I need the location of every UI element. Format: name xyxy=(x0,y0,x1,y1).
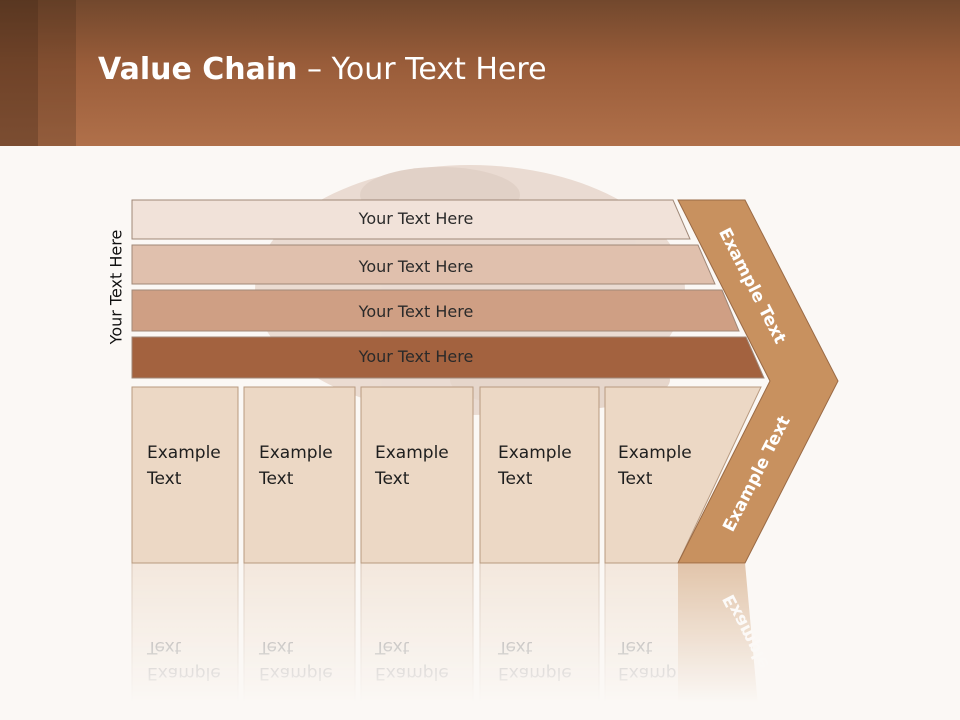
reflection-box-line1: Example xyxy=(375,663,449,683)
reflection-box-shape xyxy=(243,562,356,720)
primary-box-line1: Example xyxy=(498,443,572,463)
primary-box-shape xyxy=(243,386,356,564)
primary-box-line1: Example xyxy=(375,443,449,463)
reflection-box-line2: Text xyxy=(146,637,182,657)
reflection-box-line1: Example xyxy=(498,663,572,683)
reflection-box-line1: Example xyxy=(618,663,692,683)
header-banner: Value Chain – Your Text Here xyxy=(0,0,960,146)
support-bar-label: Your Text Here xyxy=(358,347,474,366)
reflection: Example Text Example Text Example Text E… xyxy=(131,562,795,720)
reflection-chevron-shape xyxy=(678,563,760,720)
primary-box-shape xyxy=(479,386,600,564)
reflection-box-shape xyxy=(479,562,600,720)
reflection-box-line1: Example xyxy=(259,663,333,683)
primary-box-line2: Text xyxy=(146,469,182,489)
primary-box-line1: Example xyxy=(618,443,692,463)
support-bar: Your Text Here xyxy=(131,336,765,379)
primary-box-shape xyxy=(360,386,474,564)
title-bold: Value Chain xyxy=(98,52,298,87)
support-bar-shape xyxy=(131,289,740,332)
support-bar-label: Your Text Here xyxy=(358,257,474,276)
support-bar-label: Your Text Here xyxy=(358,209,474,228)
reflection-box-line2: Text xyxy=(497,637,533,657)
reflection-boxes xyxy=(131,562,753,720)
diagram-main: Your Text Here Your Text Here Your Text … xyxy=(131,199,839,564)
primary-box-shape xyxy=(131,386,239,564)
primary-box-line2: Text xyxy=(617,469,653,489)
slide-title: Value Chain – Your Text Here xyxy=(98,52,547,87)
support-bar-label: Your Text Here xyxy=(358,302,474,321)
primary-box: Example Text xyxy=(360,386,474,564)
reflection-box-line2: Text xyxy=(374,637,410,657)
support-bar-shape xyxy=(131,244,716,285)
primary-box: Example Text xyxy=(479,386,600,564)
reflection-box-line1: Example xyxy=(147,663,221,683)
title-rest: – Your Text Here xyxy=(297,52,547,87)
reflection-box-line2: Text xyxy=(617,637,653,657)
support-bar-shape xyxy=(131,336,765,379)
primary-box-line1: Example xyxy=(259,443,333,463)
reflection-box-shape xyxy=(131,562,239,720)
primary-box-line2: Text xyxy=(374,469,410,489)
reflection-box-line2: Text xyxy=(258,637,294,657)
primary-box: Example Text xyxy=(131,386,239,564)
header-accent-band xyxy=(0,0,38,146)
primary-box-line2: Text xyxy=(497,469,533,489)
reflection-box-shape xyxy=(360,562,474,720)
header-accent-band xyxy=(38,0,76,146)
support-bar: Your Text Here xyxy=(131,289,740,332)
primary-box-line2: Text xyxy=(258,469,294,489)
primary-box-line1: Example xyxy=(147,443,221,463)
primary-box: Example Text xyxy=(604,386,762,564)
support-bar-shape xyxy=(131,199,691,240)
support-bars: Your Text Here Your Text Here Your Text … xyxy=(131,199,765,379)
support-bar: Your Text Here xyxy=(131,244,716,285)
primary-box: Example Text xyxy=(243,386,356,564)
support-bar: Your Text Here xyxy=(131,199,691,240)
reflection-box-texts: Example Text Example Text Example Text E… xyxy=(146,637,692,683)
primary-boxes: Example Text Example Text Example Text E… xyxy=(131,386,762,564)
